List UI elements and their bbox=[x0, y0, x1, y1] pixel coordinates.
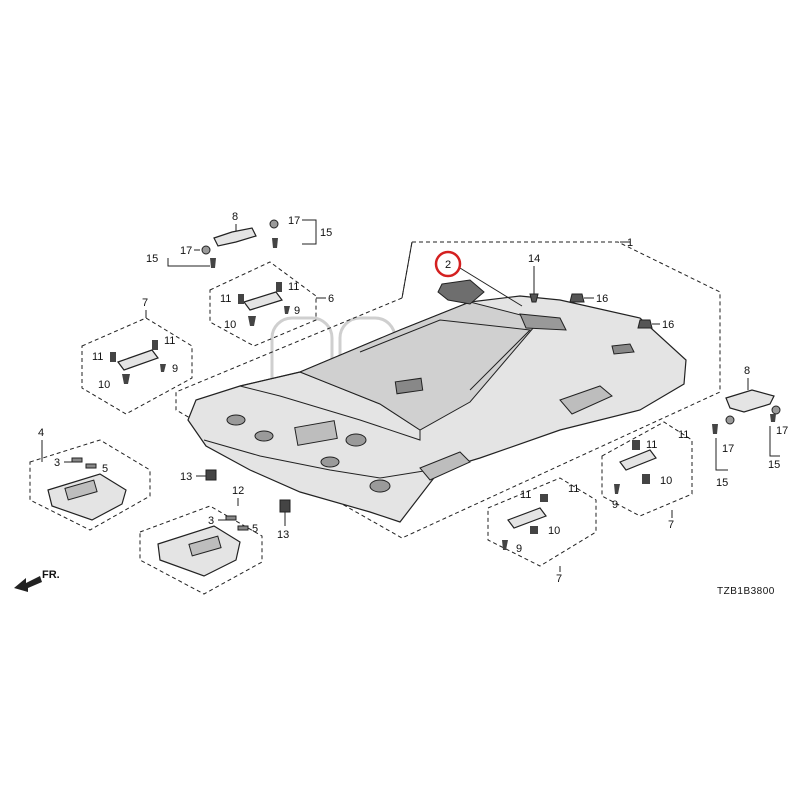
callout-10-g6: 10 bbox=[224, 319, 236, 331]
diagram-code: TZB1B3800 bbox=[717, 586, 775, 597]
callout-11-g6-b: 11 bbox=[288, 281, 299, 293]
grab-handle-recess-left bbox=[419, 451, 471, 481]
bracket-8-top[interactable] bbox=[213, 227, 257, 247]
grab-handle-6[interactable] bbox=[243, 291, 283, 311]
callout-11-g7m-a: 11 bbox=[520, 489, 531, 501]
front-console-mount bbox=[519, 313, 567, 331]
callout-11-g7r-b: 11 bbox=[678, 429, 689, 441]
grab-handle-recess-right bbox=[559, 385, 613, 415]
callout-13-a: 13 bbox=[180, 471, 192, 483]
callout-12: 12 bbox=[232, 485, 244, 497]
bracket-8-right[interactable] bbox=[725, 389, 775, 413]
group-outline-7-mid bbox=[487, 477, 597, 567]
callout-10-g7l: 10 bbox=[98, 379, 110, 391]
callout-10-g7r: 10 bbox=[660, 475, 672, 487]
callout-3-g12: 3 bbox=[208, 515, 214, 527]
callout-3-g4: 3 bbox=[54, 457, 60, 469]
grab-handle-7-left[interactable] bbox=[117, 349, 159, 371]
callout-11-g7m-b: 11 bbox=[568, 483, 579, 495]
callout-7-mid: 7 bbox=[556, 573, 562, 585]
callout-6: 6 bbox=[328, 293, 334, 305]
callout-11-g6-a: 11 bbox=[220, 293, 231, 305]
callout-17-right-b: 17 bbox=[776, 425, 788, 437]
callout-13-b: 13 bbox=[277, 529, 289, 541]
dome-light bbox=[394, 377, 424, 395]
callout-17-top-right: 17 bbox=[288, 215, 300, 227]
callout-15-right-a: 15 bbox=[716, 477, 728, 489]
clip-14 bbox=[529, 293, 539, 303]
callout-1: 1 bbox=[627, 237, 633, 249]
callout-10-g7m: 10 bbox=[548, 525, 560, 537]
grab-handle-7-right[interactable] bbox=[619, 449, 657, 471]
front-label: FR. bbox=[42, 569, 60, 581]
callout-15-top-right: 15 bbox=[320, 227, 332, 239]
part-2-map-light[interactable] bbox=[437, 279, 485, 305]
front-direction-arrow: FR. bbox=[14, 569, 60, 592]
clip-13-a bbox=[205, 469, 217, 481]
callout-4: 4 bbox=[38, 427, 44, 439]
sunroof-opening bbox=[298, 301, 541, 431]
callout-7-right: 7 bbox=[668, 519, 674, 531]
callout-7-left: 7 bbox=[142, 297, 148, 309]
callout-2: 2 bbox=[445, 259, 451, 271]
callout-11-g7l-a: 11 bbox=[92, 351, 103, 363]
callout-15-right-b: 15 bbox=[768, 459, 780, 471]
callout-16-a: 16 bbox=[596, 293, 608, 305]
callout-15-top-left: 15 bbox=[146, 253, 158, 265]
vanity-mirror-4 bbox=[64, 479, 98, 501]
callout-9-g7m: 9 bbox=[516, 543, 522, 555]
group-outline-7-right bbox=[601, 421, 693, 517]
callout-17-top-left: 17 bbox=[180, 245, 192, 257]
clip-13-b bbox=[279, 499, 291, 513]
group-outline-6 bbox=[209, 261, 317, 347]
callout-5-g12: 5 bbox=[252, 523, 258, 535]
callout-9-g7r: 9 bbox=[612, 499, 618, 511]
highlight-circle bbox=[434, 250, 462, 278]
callout-17-right-a: 17 bbox=[722, 443, 734, 455]
sun-visor-4[interactable] bbox=[47, 473, 127, 521]
group-outline-7-left bbox=[81, 317, 193, 415]
vanity-mirror-12 bbox=[188, 535, 222, 557]
group-outline-4 bbox=[29, 439, 151, 531]
callout-9-g6: 9 bbox=[294, 305, 300, 317]
callout-16-b: 16 bbox=[662, 319, 674, 331]
console-recess bbox=[294, 420, 338, 446]
grab-handle-7-mid[interactable] bbox=[507, 507, 547, 529]
callout-14: 14 bbox=[528, 253, 540, 265]
clip-16-b bbox=[637, 319, 653, 329]
clip-16-a bbox=[569, 293, 585, 303]
callout-11-g7l-b: 11 bbox=[164, 335, 175, 347]
callout-11-g7r-a: 11 bbox=[646, 439, 657, 451]
callout-9-g7l: 9 bbox=[172, 363, 178, 375]
callout-8-right: 8 bbox=[744, 365, 750, 377]
callout-8-top: 8 bbox=[232, 211, 238, 223]
callout-5-g4: 5 bbox=[102, 463, 108, 475]
